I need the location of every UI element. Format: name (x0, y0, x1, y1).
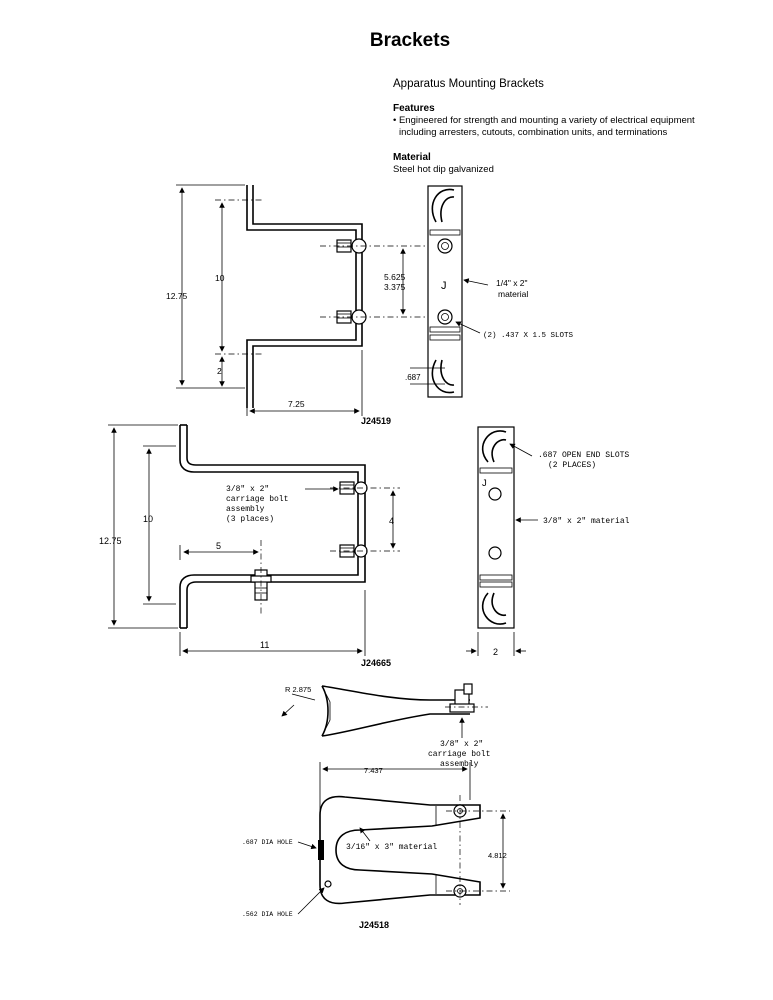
b2-dim-height: 12.75 (99, 536, 122, 546)
b1-dim-height: 12.75 (166, 291, 188, 301)
b1-part-number: J24519 (361, 416, 391, 426)
b3-bolt-note-3: assembly (440, 760, 479, 769)
b1-slot-note: (2) .437 X 1.5 SLOTS (483, 332, 574, 340)
b3-hole-bottom: .562 DIA HOLE (242, 911, 293, 918)
b3-dim-height: 4.812 (488, 851, 507, 860)
section-subtitle: Apparatus Mounting Brackets (393, 78, 544, 90)
bracket-j24665: 12.75 10 5 4 11 3/8" x 2" carriage bolt … (99, 424, 630, 668)
page-title: Brackets (369, 30, 451, 51)
b1-dim-width: 7.25 (288, 399, 305, 409)
b2-material-note: 3/8" x 2" material (543, 517, 630, 526)
b3-bolt-note-1: 3/8" x 2" (440, 740, 483, 749)
b2-bolt-note-4: (3 places) (226, 515, 274, 524)
b2-dim-width: 11 (260, 640, 269, 650)
b2-plate-letter: J (482, 478, 487, 489)
b1-material-note-1: 1/4" x 2" (496, 278, 528, 288)
b1-dim-bolt-top: 5.625 (384, 272, 406, 282)
features-heading: Features (393, 103, 435, 114)
features-line-1: • Engineered for strength and mounting a… (393, 115, 695, 126)
b1-plate-letter: J (441, 280, 447, 292)
material-text: Steel hot dip galvanized (393, 164, 494, 175)
b3-hole-top: .687 DIA HOLE (242, 839, 293, 846)
b3-material-note: 3/16" x 3" material (346, 843, 437, 852)
b2-dim-plate-width: 2 (493, 647, 498, 657)
b2-dim-5: 5 (216, 541, 221, 551)
b3-bolt-note-2: carriage bolt (428, 750, 490, 759)
b2-dim-4: 4 (389, 516, 394, 526)
b2-front-plate: J (477, 426, 515, 629)
b1-material-note-2: material (498, 289, 528, 299)
features-line-2: including arresters, cutouts, combinatio… (399, 127, 668, 138)
b1-dim-inner: 10 (215, 273, 225, 283)
b2-part-number: J24665 (361, 658, 391, 668)
b2-dim-inner: 10 (143, 514, 153, 524)
b2-bolt-note-1: 3/8" x 2" (226, 485, 269, 494)
bracket-j24519: 12.75 10 2 7.25 5.625 3.375 J (166, 184, 574, 426)
b1-dim-offset: 2 (217, 366, 222, 376)
b3-dim-length: 7.437 (364, 766, 383, 775)
b2-bolt-note-3: assembly (226, 505, 265, 514)
b1-dim-bolt-bottom: 3.375 (384, 282, 406, 292)
b2-slot-note-2: (2 PLACES) (548, 461, 596, 470)
bracket-j24518: R 2.875 3/8" x 2" carriage bolt assembly… (242, 683, 510, 930)
b2-slot-note-1: .687 OPEN END SLOTS (538, 451, 629, 460)
b3-top-bolt (449, 683, 475, 713)
b3-part-number: J24518 (359, 920, 389, 930)
b3-radius: R 2.875 (285, 685, 311, 694)
b2-bolt-note-2: carriage bolt (226, 495, 288, 504)
material-heading: Material (393, 152, 431, 163)
b1-dim-slot: .687 (405, 373, 421, 382)
b1-front-plate: J (427, 185, 463, 398)
